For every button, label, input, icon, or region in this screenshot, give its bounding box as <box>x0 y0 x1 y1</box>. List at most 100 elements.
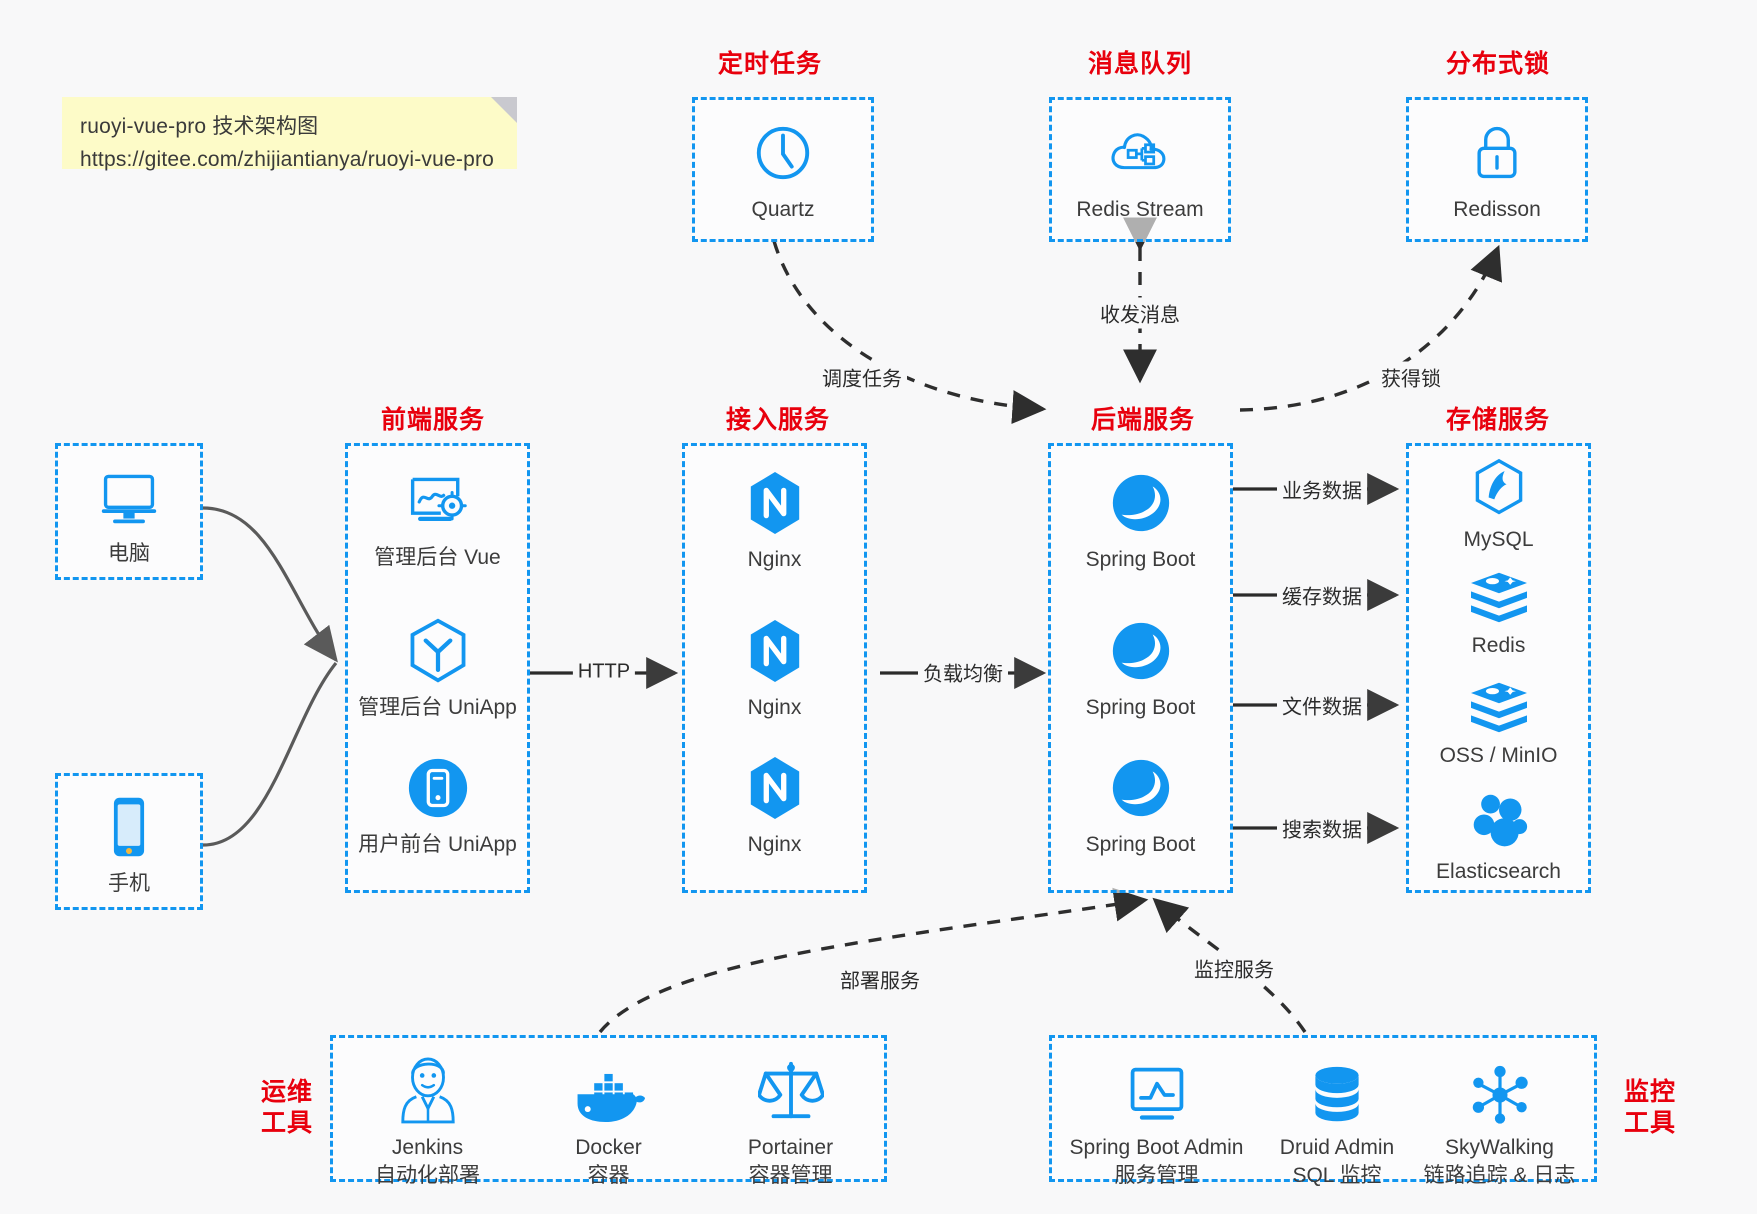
group-client-mobile: 手机 <box>55 773 203 910</box>
mobile-phone-icon <box>58 790 200 864</box>
node-nginx-3[interactable]: Nginx <box>685 751 864 859</box>
tool-desc: 容器管理 <box>748 1164 833 1188</box>
caption-backend-services: 后端服务 <box>1090 406 1195 434</box>
group-scheduled-tasks: Quartz <box>692 97 874 242</box>
portainer-scales-icon <box>708 1050 873 1126</box>
edge-label-deploy-service: 部署服务 <box>835 963 925 995</box>
node-mysql[interactable]: MySQL <box>1409 458 1588 554</box>
note-url: https://gitee.com/zhijiantianya/ruoyi-vu… <box>80 147 495 171</box>
edge-label-http: HTTP <box>572 659 636 685</box>
node-spring-boot-3[interactable]: Spring Boot <box>1051 751 1230 859</box>
tool-jenkins[interactable]: Jenkins 自动化部署 <box>345 1050 510 1191</box>
node-label: Nginx <box>747 696 802 719</box>
node-nginx-1[interactable]: Nginx <box>685 466 864 574</box>
tool-name: Jenkins <box>391 1136 464 1159</box>
node-label: 电脑 <box>108 542 150 565</box>
node-redisson[interactable]: Redisson <box>1409 116 1585 224</box>
group-message-queue: Redis Stream <box>1049 97 1231 242</box>
redis-icon <box>1409 568 1588 626</box>
tool-spring-boot-admin[interactable]: Spring Boot Admin 服务管理 <box>1064 1050 1249 1191</box>
tool-name: Portainer <box>747 1136 834 1159</box>
node-quartz[interactable]: Quartz <box>695 116 871 224</box>
node-label: MySQL <box>1463 528 1534 551</box>
desktop-computer-icon <box>58 460 200 534</box>
node-spring-boot-2[interactable]: Spring Boot <box>1051 614 1230 722</box>
spring-boot-icon <box>1051 614 1230 688</box>
node-label: Spring Boot <box>1085 833 1196 856</box>
group-frontend-services: 管理后台 Vue 管理后台 UniApp 用户前台 UniApp <box>345 443 530 893</box>
node-admin-vue[interactable]: 管理后台 Vue <box>348 464 527 572</box>
tool-name: Docker <box>575 1136 642 1159</box>
tool-label: Portainer 容器管理 <box>708 1134 873 1191</box>
tool-portainer[interactable]: Portainer 容器管理 <box>708 1050 873 1191</box>
caption-devops-tools: 运维 工具 <box>252 1077 322 1138</box>
caption-storage-services: 存储服务 <box>1445 406 1550 434</box>
nginx-icon <box>685 614 864 688</box>
caption-devops-line2: 工具 <box>260 1108 313 1137</box>
node-nginx-2[interactable]: Nginx <box>685 614 864 722</box>
group-gateway-services: Nginx Nginx Nginx <box>682 443 867 893</box>
edge-label-load-balance: 负载均衡 <box>918 656 1008 688</box>
caption-message-queue: 消息队列 <box>1087 50 1192 78</box>
node-label: Elasticsearch <box>1436 860 1561 883</box>
node-redis[interactable]: Redis <box>1409 568 1588 660</box>
node-label: Nginx <box>747 833 802 856</box>
edge-label-business-data: 业务数据 <box>1277 473 1367 505</box>
monitor-chart-icon <box>1064 1050 1249 1126</box>
caption-gateway-services: 接入服务 <box>725 406 830 434</box>
caption-frontend-services: 前端服务 <box>380 406 485 434</box>
node-user-uniapp[interactable]: 用户前台 UniApp <box>348 751 527 859</box>
node-label: 管理后台 Vue <box>374 546 501 569</box>
spring-boot-icon <box>1051 751 1230 825</box>
caption-scheduled-tasks: 定时任务 <box>717 50 822 78</box>
tool-name: Spring Boot Admin <box>1069 1136 1244 1159</box>
caption-monitor-line1: 监控 <box>1623 1078 1676 1106</box>
edge-label-schedule-task: 调度任务 <box>817 361 907 393</box>
edge-label-monitor-service: 监控服务 <box>1189 952 1279 984</box>
jenkins-butler-icon <box>345 1050 510 1126</box>
uniapp-cube-icon <box>348 614 527 688</box>
tool-desc: 容器 <box>587 1164 630 1188</box>
tool-label: Jenkins 自动化部署 <box>345 1134 510 1191</box>
tool-docker[interactable]: Docker 容器 <box>526 1050 691 1191</box>
node-label: 手机 <box>108 872 150 895</box>
caption-distributed-lock: 分布式锁 <box>1445 50 1550 78</box>
mysql-icon <box>1409 458 1588 520</box>
node-spring-boot-1[interactable]: Spring Boot <box>1051 466 1230 574</box>
spring-boot-icon <box>1051 466 1230 540</box>
cloud-stream-icon <box>1052 116 1228 190</box>
edge-label-acquire-lock: 获得锁 <box>1376 361 1446 393</box>
node-label: 用户前台 UniApp <box>358 833 517 856</box>
caption-monitor-line2: 工具 <box>1623 1108 1676 1137</box>
tool-skywalking[interactable]: SkyWalking 链路追踪 & 日志 <box>1412 1050 1587 1191</box>
tool-name: SkyWalking <box>1445 1136 1554 1159</box>
node-label: Redis <box>1471 634 1526 657</box>
node-redis-stream[interactable]: Redis Stream <box>1052 116 1228 224</box>
edge-label-file-data: 文件数据 <box>1277 689 1367 721</box>
node-oss-minio[interactable]: OSS / MinIO <box>1409 678 1588 770</box>
tool-name: Druid Admin <box>1279 1136 1395 1159</box>
node-elasticsearch[interactable]: Elasticsearch <box>1409 790 1588 886</box>
node-label: Redisson <box>1453 198 1541 221</box>
sticky-note: ruoyi-vue-pro 技术架构图 https://gitee.com/zh… <box>62 97 517 171</box>
note-fold-corner <box>491 97 517 123</box>
tool-desc: 自动化部署 <box>375 1164 480 1188</box>
edge-label-cache-data: 缓存数据 <box>1277 579 1367 611</box>
node-label: OSS / MinIO <box>1439 744 1558 767</box>
tool-label: Spring Boot Admin 服务管理 <box>1064 1134 1249 1191</box>
node-admin-uniapp[interactable]: 管理后台 UniApp <box>348 614 527 722</box>
tool-label: SkyWalking 链路追踪 & 日志 <box>1412 1134 1587 1191</box>
node-mobile[interactable]: 手机 <box>58 790 200 898</box>
nginx-icon <box>685 751 864 825</box>
group-backend-services: Spring Boot Spring Boot Spring Boot <box>1048 443 1233 893</box>
oss-minio-icon <box>1409 678 1588 736</box>
edge-label-search-data: 搜索数据 <box>1277 812 1367 844</box>
nginx-icon <box>685 466 864 540</box>
node-desktop[interactable]: 电脑 <box>58 460 200 568</box>
node-label: 管理后台 UniApp <box>358 696 517 719</box>
node-label: Quartz <box>751 198 815 221</box>
tool-desc: 服务管理 <box>1114 1164 1199 1188</box>
tool-desc: SQL 监控 <box>1292 1164 1382 1188</box>
group-monitor-tools: Spring Boot Admin 服务管理 Druid Admin SQL 监… <box>1049 1035 1597 1187</box>
tool-druid-admin[interactable]: Druid Admin SQL 监控 <box>1257 1050 1417 1191</box>
